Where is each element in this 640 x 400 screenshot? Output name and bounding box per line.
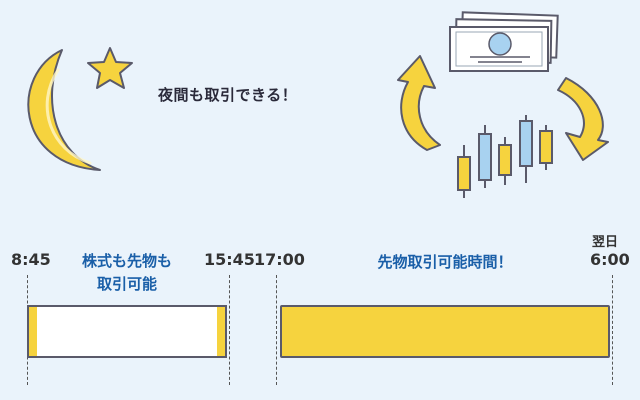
day-session-label-line2: 取引可能 <box>96 275 157 293</box>
day-end-time: 15:45 <box>204 250 255 269</box>
day-bar-left-cap <box>29 307 37 356</box>
day-bar-right-cap <box>217 307 225 356</box>
day-start-time: 8:45 <box>11 250 51 269</box>
crescent-moon-icon <box>27 49 101 171</box>
night-session-label: 先物取引可能時間！ <box>377 253 513 271</box>
curved-arrow-icon <box>557 77 609 161</box>
day-session-bar <box>27 305 227 358</box>
guide-line-1700 <box>276 275 277 385</box>
night-end-time: 6:00 <box>590 250 630 269</box>
banknotes-icon <box>449 11 559 72</box>
candlestick-chart-icon <box>457 115 553 198</box>
night-session-bar <box>280 305 610 358</box>
guide-line-1545 <box>229 275 230 385</box>
night-start-time: 17:00 <box>254 250 305 269</box>
day-session-label-line1: 株式も先物も <box>81 252 172 270</box>
next-day-label: 翌日 <box>592 235 619 250</box>
curved-arrow-icon <box>397 55 441 151</box>
tagline: 夜間も取引できる！ <box>158 86 298 104</box>
star-icon <box>87 47 133 89</box>
day-session-label: 株式も先物も 取引可能 <box>67 250 187 296</box>
guide-line-0600 <box>612 275 613 385</box>
